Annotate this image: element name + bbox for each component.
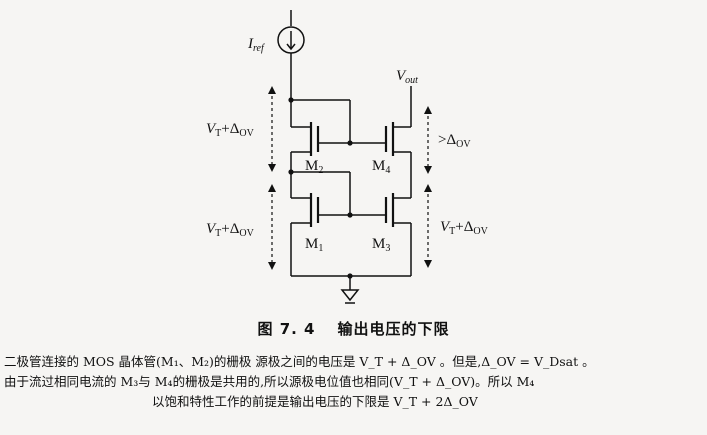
node-dot: [288, 97, 294, 103]
iref-label: Iref: [247, 36, 265, 54]
left-bot-voltage-label: VT+ΔOV: [206, 221, 255, 239]
figure-caption: 图 7. 4 输出电压的下限: [0, 318, 707, 339]
figure-title: 输出电压的下限: [337, 320, 450, 338]
node-dot: [288, 169, 294, 175]
current-arrow-head-icon: [286, 43, 296, 51]
figure-number: 图 7. 4: [257, 320, 316, 338]
arrowhead-icon: [268, 184, 276, 192]
node-dot: [347, 273, 353, 279]
description-line: 以饱和特性工作的前提是输出电压的下限是 V_T + 2Δ_OV: [152, 394, 478, 409]
right-top-voltage-label: >ΔOV: [438, 132, 471, 150]
arrowhead-icon: [268, 164, 276, 172]
arrowhead-icon: [424, 184, 432, 192]
arrowhead-icon: [424, 106, 432, 114]
ground-icon: [340, 289, 360, 302]
arrowhead-icon: [424, 166, 432, 174]
vout-label: Vout: [396, 68, 418, 86]
m3-label: M3: [372, 236, 390, 254]
left-top-voltage-label: VT+ΔOV: [206, 121, 255, 139]
right-bot-voltage-label: VT+ΔOV: [440, 219, 489, 237]
m4-label: M4: [372, 158, 390, 176]
description-line: 二极管连接的 MOS 晶体管(M₁、M₂)的栅极 源极之间的电压是 V_T + …: [4, 354, 595, 369]
arrowhead-icon: [268, 86, 276, 94]
node-dot: [347, 140, 353, 146]
figure-description: 二极管连接的 MOS 晶体管(M₁、M₂)的栅极 源极之间的电压是 V_T + …: [0, 352, 707, 412]
circuit-diagram: Iref Vout M2 M4 M1 M3 VT+ΔOV VT+ΔOV >ΔOV…: [206, 10, 489, 304]
m2-label: M2: [305, 158, 323, 176]
description-line: 由于流过相同电流的 M₃与 M₄的栅极是共用的,所以源极电位值也相同(V_T +…: [4, 374, 535, 389]
m1-label: M1: [305, 236, 323, 254]
arrowhead-icon: [268, 262, 276, 270]
arrowhead-icon: [424, 260, 432, 268]
node-dot: [347, 212, 353, 218]
